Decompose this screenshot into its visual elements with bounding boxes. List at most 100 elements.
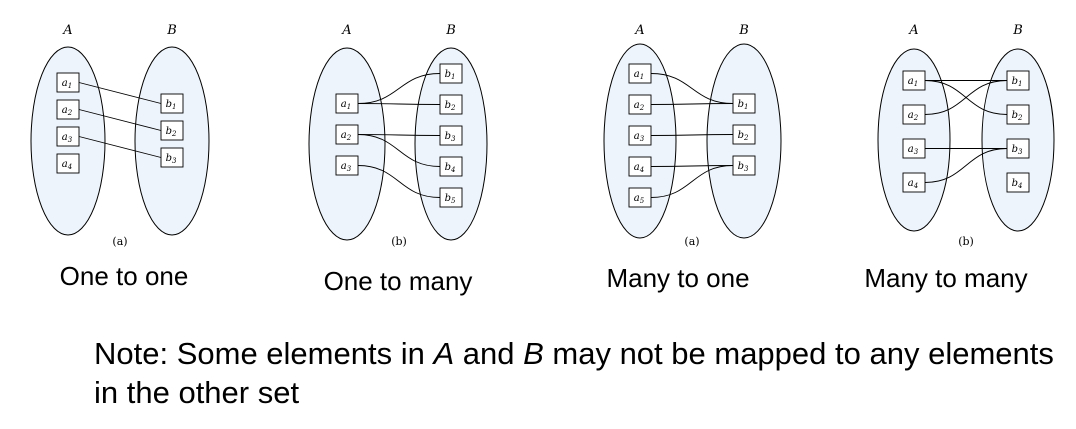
element-label-a-a4: a4 [908,178,918,190]
mapping-line-a1-b1 [650,73,734,104]
element-label-a-a2: a2 [341,130,352,142]
mapping-line-a4-b3 [924,148,1008,183]
mapping-line-a2-b1 [924,80,1008,115]
mapping-line-a3-b2 [650,134,734,136]
element-label-a-a2: a2 [908,110,919,122]
element-label-b-b3: b3 [445,131,456,143]
mapping-line-a1-b1 [78,82,162,104]
mapping-line-a1-b1 [357,73,441,104]
element-label-a-a1: a1 [634,69,644,81]
element-box-a-a3 [56,126,80,147]
mapping-line-a1-b2 [357,103,441,105]
sub-caption: (a) [112,235,127,248]
element-label-b-b1: b1 [445,69,456,81]
note-set-b: B [523,336,544,371]
element-label-a-a5: a5 [634,193,645,205]
element-box-a-a1 [56,72,80,93]
element-label-b-b1: b1 [1012,76,1023,88]
element-box-b-b1 [160,93,184,114]
element-label-b-b3: b3 [166,153,177,165]
element-box-b-b5 [439,187,463,208]
sub-caption: (a) [684,235,699,248]
element-label-b-b2: b2 [166,126,177,138]
panel-caption: Many to one [606,263,749,293]
element-label-b-b4: b4 [445,162,456,174]
panel-caption: One to many [324,266,473,296]
element-box-a-a1 [902,70,926,91]
element-label-b-b1: b1 [738,99,749,111]
element-label-b-b2: b2 [1012,110,1023,122]
element-box-b-b3 [439,125,463,146]
note-middle: and [454,336,524,371]
set-b-label: B [1012,23,1023,38]
element-label-a-a3: a3 [634,131,645,143]
sub-caption: (b) [958,235,974,248]
element-box-a-a2 [335,124,359,145]
element-box-b-b3 [160,147,184,168]
element-box-b-b2 [732,124,756,145]
element-label-a-a2: a2 [634,100,645,112]
set-b-label: B [738,23,749,38]
element-box-a-a3 [902,138,926,159]
set-a-label: A [908,23,918,38]
panel-caption: Many to many [864,263,1027,293]
element-label-b-b5: b5 [445,193,456,205]
element-label-a-a4: a4 [62,159,72,171]
element-box-b-b4 [439,156,463,177]
element-label-b-b2: b2 [738,130,749,142]
element-box-a-a3 [335,155,359,176]
element-box-b-b2 [160,120,184,141]
mapping-line-a3-b5 [357,165,441,198]
element-label-a-a3: a3 [908,144,919,156]
set-b-ellipse [134,46,210,236]
mapping-line-a2-b1 [650,103,734,105]
element-box-b-b1 [732,93,756,114]
element-label-a-a4: a4 [634,162,644,174]
element-box-a-a3 [628,125,652,146]
element-box-a-a1 [335,93,359,114]
element-label-a-a1: a1 [341,99,351,111]
element-label-b-b4: b4 [1012,178,1023,190]
element-box-a-a5 [628,187,652,208]
set-b-label: B [166,23,177,38]
element-box-a-a4 [902,172,926,193]
element-box-b-b4 [1006,172,1030,193]
element-box-b-b3 [732,155,756,176]
panel-4: A Ba1 a2 a3 a4 b1 b2 b3 b4 (b) Many to many [864,23,1055,293]
note-text: Note: Some elements in A and B may not b… [94,334,1054,412]
note-set-a: A [433,336,455,371]
element-label-a-a2: a2 [62,105,73,117]
element-label-b-b2: b2 [445,100,456,112]
element-label-b-b1: b1 [166,99,177,111]
set-a-label: A [341,23,351,38]
set-a-label: A [62,23,72,38]
set-a-label: A [634,23,644,38]
sub-caption: (b) [391,235,407,248]
element-label-b-b3: b3 [738,161,749,173]
panel-caption: One to one [60,261,189,291]
element-label-b-b3: b3 [1012,144,1023,156]
note-prefix: Note: Some elements in [94,336,434,371]
mapping-line-a5-b3 [650,165,734,198]
element-label-a-a1: a1 [908,76,918,88]
mapping-line-a4-b3 [650,165,734,167]
element-box-a-a1 [628,63,652,84]
element-label-a-a1: a1 [62,78,72,90]
element-box-a-a4 [56,153,80,174]
note-suffix: may not be mapped to any elements in the… [94,336,1054,410]
element-box-a-a2 [902,104,926,125]
element-box-b-b2 [1006,104,1030,125]
set-b-label: B [445,23,456,38]
element-box-b-b3 [1006,138,1030,159]
element-box-a-a4 [628,156,652,177]
element-box-a-a2 [56,99,80,120]
panel-2: A Ba1 a2 a3 b1 b2 b3 b4 b5 (b) One to many [308,23,488,296]
element-box-b-b1 [439,63,463,84]
element-box-b-b2 [439,94,463,115]
panel-3: A Ba1 a2 a3 a4 a5 b1 b2 b3 (a) Many to one [603,23,782,293]
element-box-a-a2 [628,94,652,115]
element-box-b-b1 [1006,70,1030,91]
mapping-line-a3-b3 [78,136,162,158]
element-label-a-a3: a3 [341,161,352,173]
